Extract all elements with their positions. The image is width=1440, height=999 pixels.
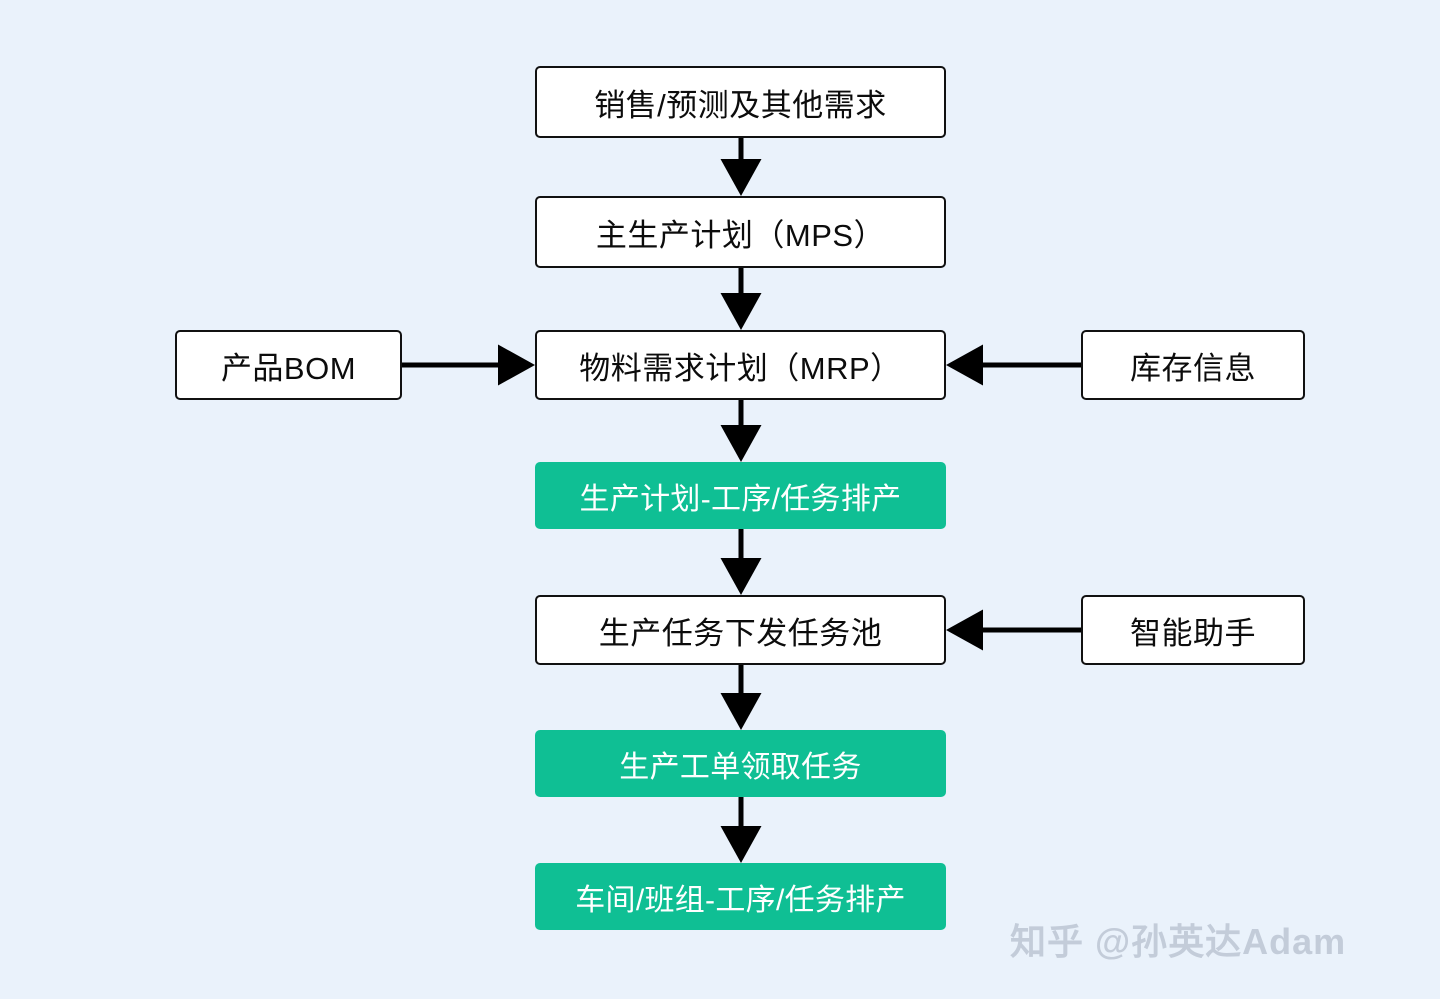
node-label: 物料需求计划（MRP） [579,350,902,386]
node-production-plan-scheduling[interactable]: 生产计划-工序/任务排产 [535,462,946,529]
node-label: 生产计划-工序/任务排产 [579,482,902,516]
node-sales-forecast-demand[interactable]: 销售/预测及其他需求 [535,66,946,138]
node-label: 智能助手 [1130,615,1256,651]
node-label: 生产任务下发任务池 [598,615,883,651]
node-product-bom[interactable]: 产品BOM [175,330,402,400]
node-label: 车间/班组-工序/任务排产 [575,883,906,917]
node-master-production-schedule[interactable]: 主生产计划（MPS） [535,196,946,268]
watermark: 知乎 @孙英达Adam [1010,913,1346,965]
node-label: 产品BOM [220,350,357,386]
node-inventory-information[interactable]: 库存信息 [1081,330,1305,400]
watermark-handle: @孙英达Adam [1095,921,1347,962]
node-workshop-team-scheduling[interactable]: 车间/班组-工序/任务排产 [535,863,946,930]
node-label: 生产工单领取任务 [619,750,862,784]
node-task-pool-dispatch[interactable]: 生产任务下发任务池 [535,595,946,665]
watermark-site: 知乎 [1010,921,1085,962]
node-work-order-claim-task[interactable]: 生产工单领取任务 [535,730,946,797]
node-material-requirements-planning[interactable]: 物料需求计划（MRP） [535,330,946,400]
node-label: 库存信息 [1130,350,1256,386]
node-label: 销售/预测及其他需求 [594,87,887,123]
node-smart-assistant[interactable]: 智能助手 [1081,595,1305,665]
node-label: 主生产计划（MPS） [595,217,886,253]
